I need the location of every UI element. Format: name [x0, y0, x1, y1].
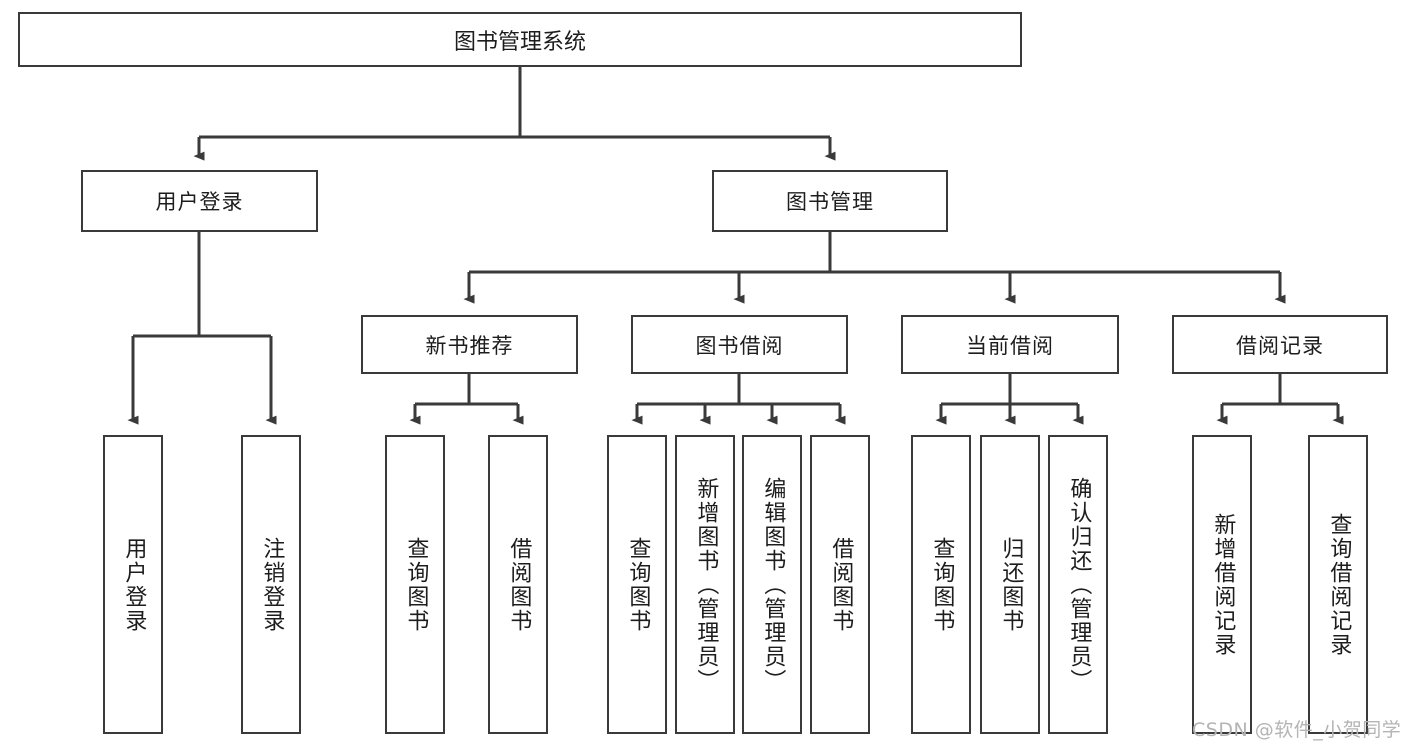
node-label: 图书管理	[786, 190, 874, 214]
node-label: 新书推荐	[425, 333, 514, 358]
leaf-borrow-record-add-record[interactable]: 新增借阅记录	[1192, 435, 1252, 734]
node-label: 用户登录	[155, 190, 244, 214]
leaf-label: 查询图书	[625, 536, 651, 633]
leaf-label: 查询图书	[403, 536, 429, 633]
leaf-label: 借阅图书	[828, 536, 854, 633]
leaf-label: 查询图书	[929, 536, 955, 633]
leaf-label: 新增借阅记录	[1210, 512, 1236, 657]
leaf-new-book-query-book[interactable]: 查询图书	[385, 435, 445, 734]
leaf-label: 编辑图书（管理员）	[760, 476, 786, 693]
leaf-label: 注销登录	[259, 536, 285, 633]
node-borrowing-record[interactable]: 借阅记录	[1172, 315, 1388, 374]
leaf-new-book-borrow-book[interactable]: 借阅图书	[488, 435, 548, 734]
leaf-label: 借阅图书	[506, 536, 532, 633]
leaf-book-borrow-edit-book-admin[interactable]: 编辑图书（管理员）	[742, 435, 802, 734]
node-label: 图书管理系统	[453, 29, 586, 55]
node-label: 当前借阅	[966, 333, 1054, 358]
leaf-user-login-logout[interactable]: 注销登录	[241, 435, 301, 734]
leaf-label: 确认归还（管理员）	[1066, 476, 1092, 693]
node-root-book-management-system[interactable]: 图书管理系统	[18, 12, 1022, 67]
node-current-borrowing[interactable]: 当前借阅	[901, 315, 1119, 374]
node-book-borrowing[interactable]: 图书借阅	[631, 315, 848, 374]
node-book-management[interactable]: 图书管理	[712, 170, 948, 232]
leaf-label: 归还图书	[998, 536, 1024, 633]
node-user-login[interactable]: 用户登录	[81, 170, 318, 232]
watermark-text: CSDN @软件_小贺同学	[1192, 719, 1402, 741]
leaf-label: 查询借阅记录	[1326, 512, 1352, 657]
leaf-current-borrow-confirm-return-admin[interactable]: 确认归还（管理员）	[1048, 435, 1108, 734]
leaf-user-login-login[interactable]: 用户登录	[103, 435, 163, 734]
leaf-label: 新增图书（管理员）	[693, 476, 719, 693]
node-label: 图书借阅	[695, 333, 784, 358]
leaf-book-borrow-query-book[interactable]: 查询图书	[607, 435, 667, 734]
leaf-borrow-record-query-record[interactable]: 查询借阅记录	[1308, 435, 1368, 734]
node-new-book-recommendation[interactable]: 新书推荐	[361, 315, 578, 374]
node-label: 借阅记录	[1236, 333, 1324, 358]
leaf-current-borrow-query-book[interactable]: 查询图书	[911, 435, 971, 734]
leaf-book-borrow-borrow-book[interactable]: 借阅图书	[810, 435, 870, 734]
leaf-label: 用户登录	[121, 536, 147, 633]
leaf-book-borrow-add-book-admin[interactable]: 新增图书（管理员）	[675, 435, 735, 734]
leaf-current-borrow-return-book[interactable]: 归还图书	[980, 435, 1040, 734]
